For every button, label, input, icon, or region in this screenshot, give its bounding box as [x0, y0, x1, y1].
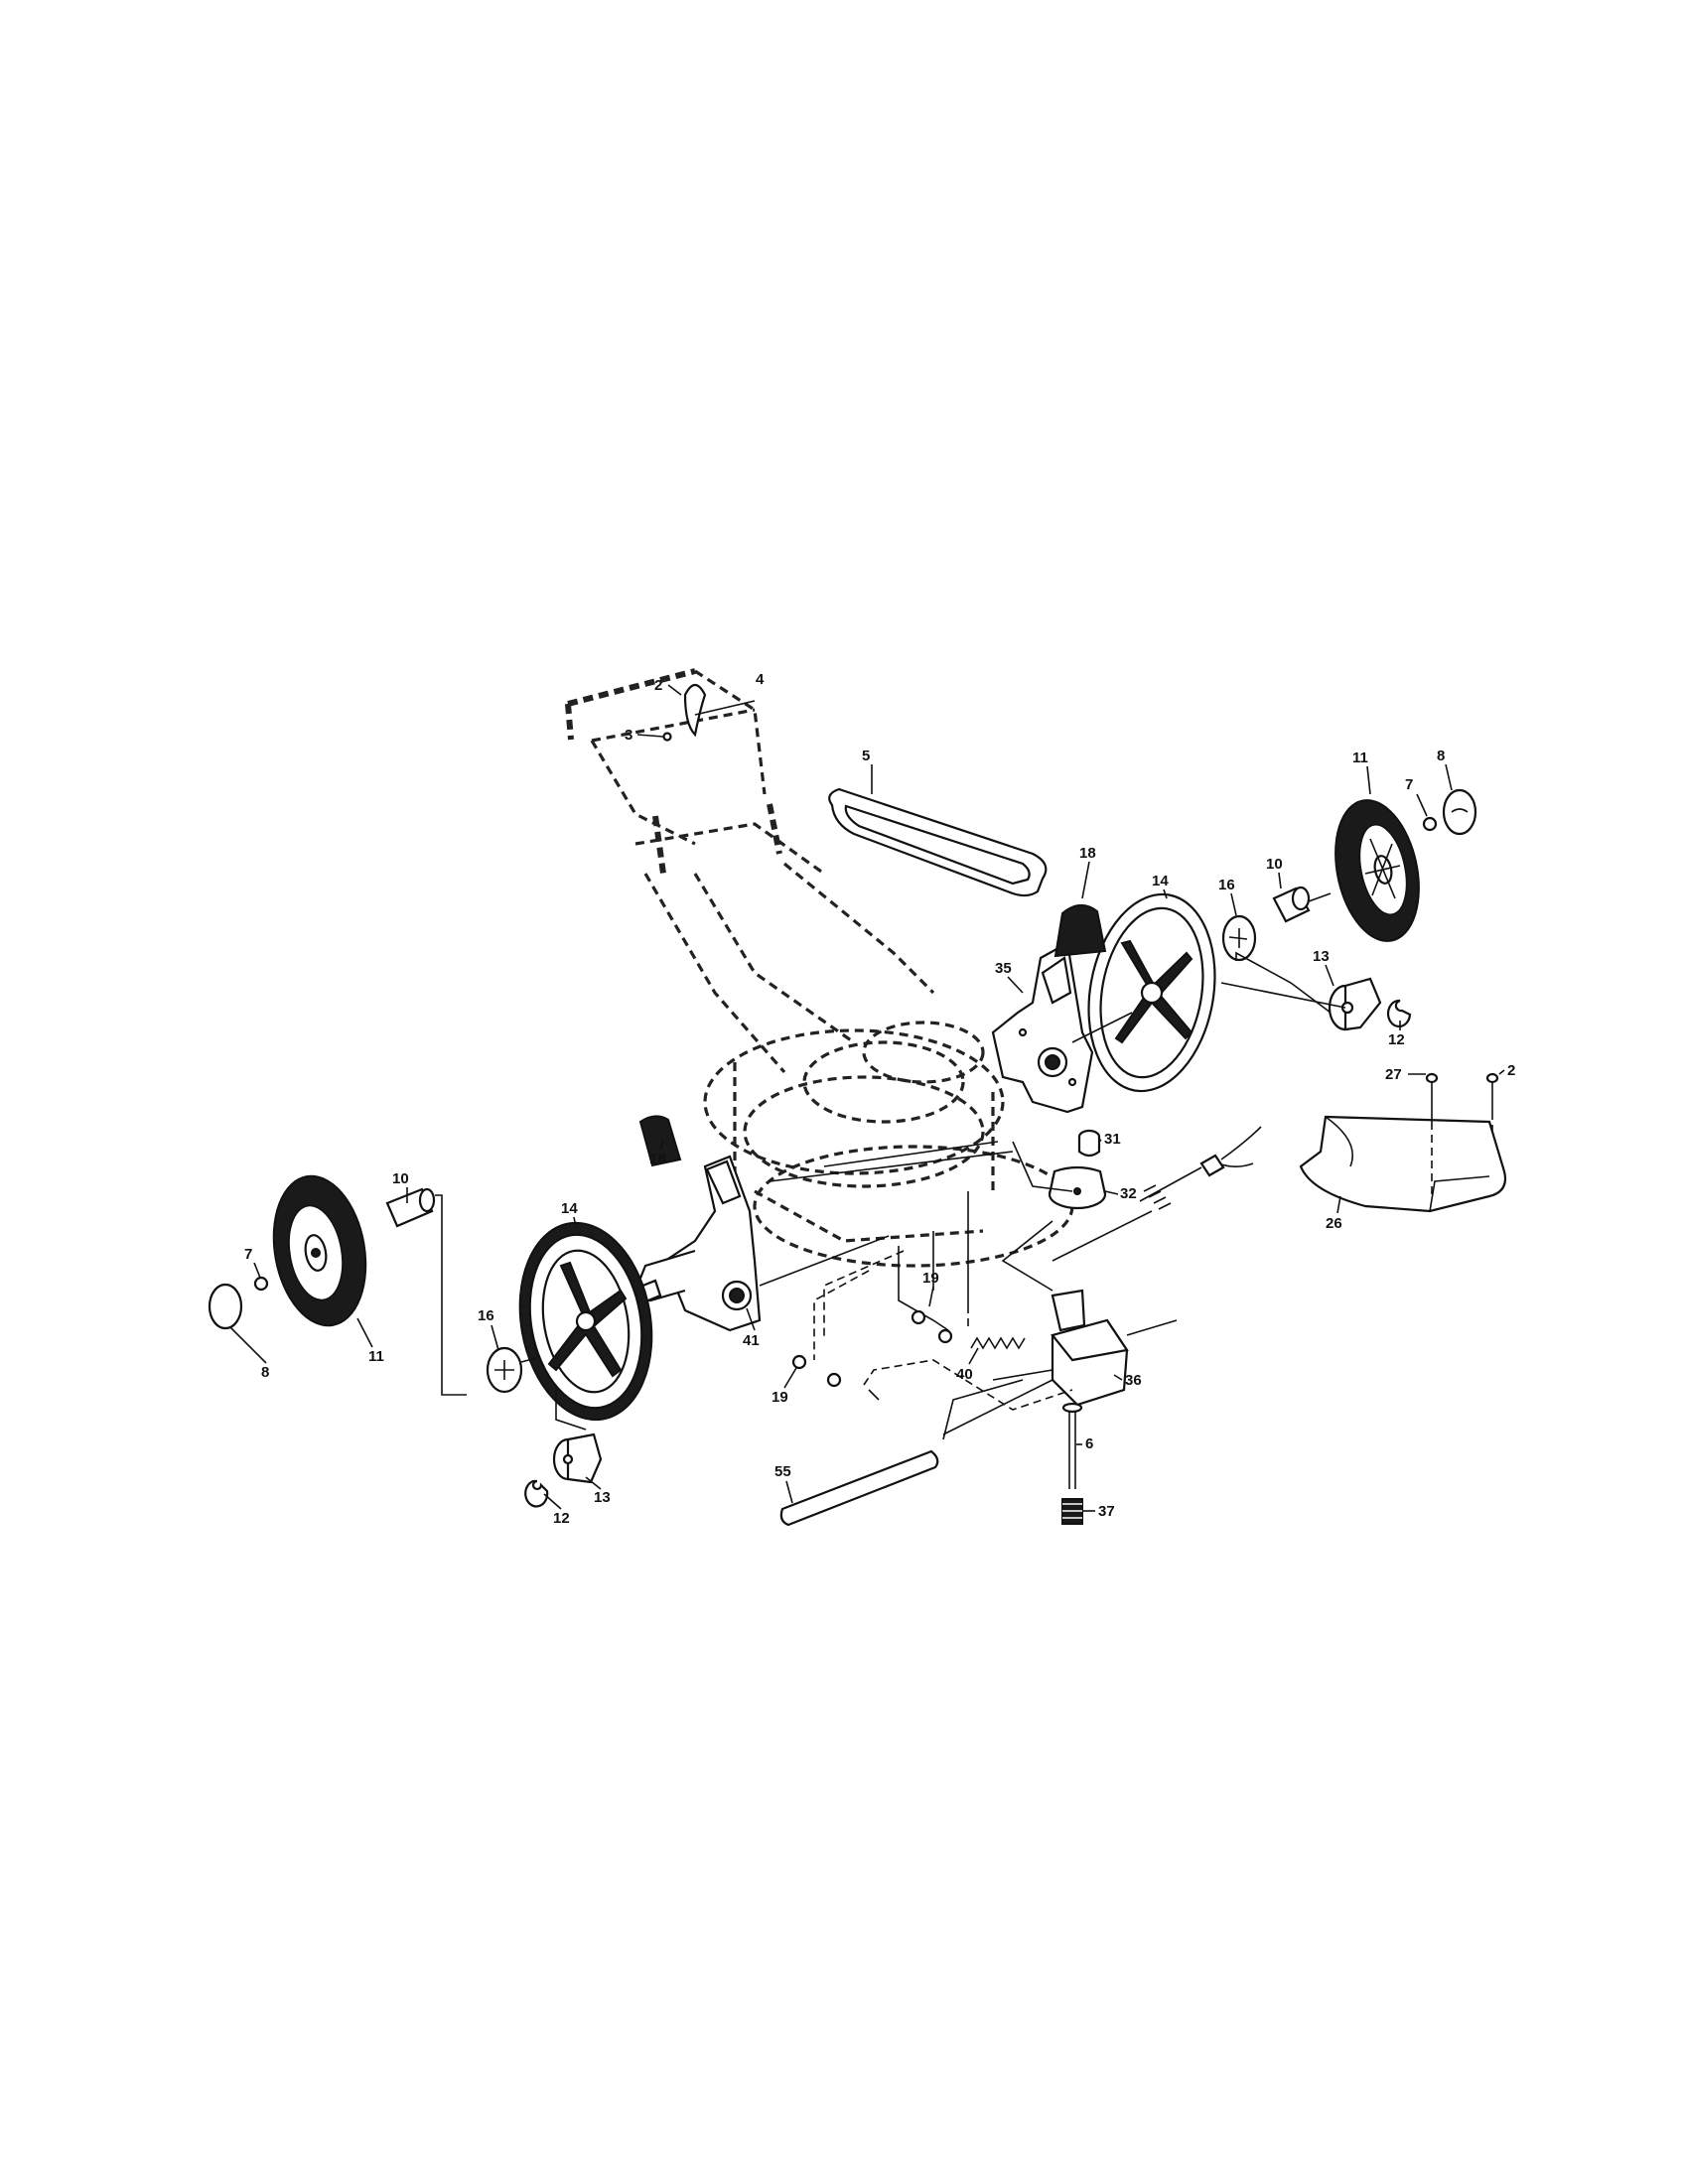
- label-35-bracket: 35: [995, 960, 1012, 977]
- label-18-lower-boot: 18: [649, 1151, 666, 1167]
- label-14-right-gear-wheel: 14: [1152, 873, 1169, 889]
- right-drive-bracket: [991, 941, 1094, 1114]
- upper-rubber-boot: [1053, 904, 1107, 958]
- label-37-coupler: 37: [1098, 1503, 1115, 1520]
- mower-ghost-outline: [565, 668, 1074, 1268]
- label-32-housing: 32: [1120, 1185, 1137, 1202]
- label-26-baffle: 26: [1326, 1215, 1342, 1232]
- label-3-washer: 3: [625, 727, 632, 744]
- label-11-left-wheel: 11: [368, 1348, 384, 1365]
- label-40-spring: 40: [956, 1366, 973, 1383]
- left-bushing: [385, 1187, 436, 1228]
- label-8-right-cap: 8: [1437, 748, 1445, 764]
- label-5-belt: 5: [862, 748, 870, 764]
- label-2-screw: 2: [1507, 1062, 1515, 1079]
- label-6-bolt: 6: [1085, 1435, 1093, 1452]
- left-gear-wheel: [518, 1221, 653, 1422]
- label-12-right-clip: 12: [1388, 1031, 1405, 1048]
- tension-spring: [970, 1336, 1026, 1350]
- lower-rubber-boot: [638, 1115, 682, 1167]
- transmission-cap: [1077, 1129, 1101, 1158]
- label-14-left-gear-wheel: 14: [561, 1200, 578, 1217]
- label-41-axle-nut: 41: [743, 1332, 760, 1349]
- drive-shaft-bolt: [1061, 1402, 1083, 1489]
- label-19-lower-nut: 19: [772, 1389, 788, 1406]
- label-13-left-pinion: 13: [594, 1489, 611, 1506]
- threaded-coupler: [1061, 1498, 1083, 1525]
- cable-clip-assembly: [662, 683, 756, 742]
- left-hubcap: [208, 1283, 243, 1330]
- label-13-right-pinion: 13: [1313, 948, 1330, 965]
- left-pinion-leader: [555, 1390, 587, 1431]
- drive-belt: [828, 787, 1048, 897]
- label-7-right-nut: 7: [1405, 776, 1413, 793]
- label-11-right-wheel: 11: [1352, 750, 1368, 766]
- right-retaining-clip: [1386, 999, 1412, 1028]
- callout-labels: 2 4 3 5 11 8 7 18 14 16 10 13 12 35 27 2…: [244, 671, 1515, 1527]
- label-4-bolt: 4: [756, 671, 765, 688]
- baffle-short-screw: [1485, 1072, 1499, 1132]
- left-retaining-clip: [524, 1479, 549, 1508]
- label-7-left-nut: 7: [244, 1246, 252, 1263]
- assembly-leader-lines: [769, 1141, 1153, 1435]
- label-10-right-bushing: 10: [1266, 856, 1283, 873]
- right-rear-wheel: [1334, 799, 1420, 942]
- right-hubcap: [1442, 788, 1477, 836]
- label-16-right-washer: 16: [1218, 877, 1235, 893]
- left-hex-nut: [253, 1276, 269, 1292]
- label-18-upper-boot: 18: [1079, 845, 1096, 862]
- label-2-clip: 2: [654, 677, 662, 694]
- label-55-axle: 55: [774, 1463, 791, 1480]
- label-8-left-cap: 8: [261, 1364, 269, 1381]
- center-nuts: [791, 1309, 953, 1388]
- label-pointers: [229, 684, 1505, 1512]
- left-rear-wheel: [272, 1174, 367, 1327]
- right-bushing: [1272, 886, 1311, 923]
- right-hex-nut: [1422, 816, 1438, 832]
- label-31-cap: 31: [1104, 1131, 1121, 1148]
- label-16-left-washer: 16: [478, 1307, 494, 1324]
- label-10-left-bushing: 10: [392, 1170, 409, 1187]
- rear-baffle: [1299, 1115, 1507, 1213]
- label-19-upper-nut: 19: [922, 1270, 939, 1287]
- right-pinion-gear: [1328, 977, 1382, 1031]
- left-pinion-gear: [552, 1433, 603, 1484]
- rear-axle-rod: [779, 1449, 939, 1527]
- control-cable: [1139, 1126, 1262, 1210]
- pulley-housing: [1048, 1165, 1107, 1210]
- label-36-gearbox: 36: [1125, 1372, 1142, 1389]
- baffle-long-screw: [1425, 1072, 1439, 1196]
- left-drive-bracket: [633, 1155, 762, 1332]
- label-12-left-clip: 12: [553, 1510, 570, 1527]
- label-27-screw: 27: [1385, 1066, 1402, 1083]
- right-gear-wheel: [1087, 892, 1216, 1093]
